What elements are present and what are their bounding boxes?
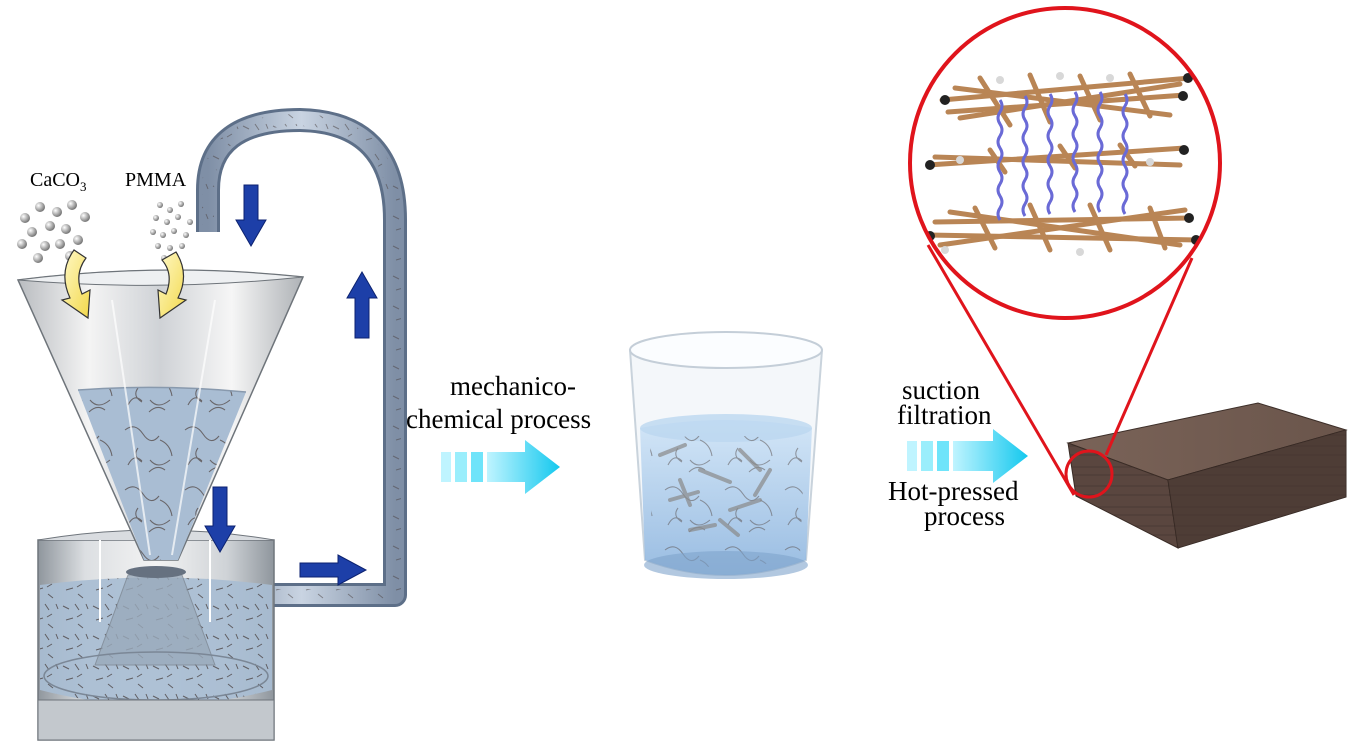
hot-pressed-label-line1: Hot-pressed <box>888 476 1019 506</box>
suction-label-line1: suction <box>902 375 980 405</box>
caco3-label: CaCO3 <box>30 169 87 194</box>
right-flow-arrow-icon <box>299 554 368 586</box>
mill-tank <box>37 529 275 741</box>
up-flow-arrow-icon <box>346 270 378 339</box>
magnify-source-circle <box>1064 449 1114 499</box>
suspension-beaker <box>628 331 824 579</box>
down-flow-arrow-icon <box>235 184 267 248</box>
polymer-linkers <box>996 91 1129 221</box>
mechanico-process-arrow-icon <box>441 440 560 494</box>
mechanico-label-line2: chemical process <box>406 404 591 434</box>
mill-funnel <box>16 269 305 561</box>
mechanico-label-line1: mechanico- <box>450 371 576 401</box>
suction-label-line2: filtration <box>897 400 992 430</box>
ball-mill: CaCO3 PMMA <box>16 108 407 741</box>
magnified-structure <box>908 6 1222 499</box>
caco3-feed-arrow-icon <box>60 249 91 320</box>
filtration-process-arrow-icon <box>907 429 1028 483</box>
pmma-feed-arrow-icon <box>157 251 188 320</box>
fiber-layer-bottom <box>925 202 1201 253</box>
fiber-layer-middle <box>925 142 1188 175</box>
pmma-label: PMMA <box>125 169 187 191</box>
pmma-particles-icon <box>150 201 193 261</box>
composite-board <box>1066 402 1348 549</box>
down-flow-arrow-2-icon <box>204 486 236 554</box>
magnifier-circle <box>908 6 1222 320</box>
fiber-layer-top <box>939 71 1193 128</box>
hot-pressed-label-line2: process <box>924 501 1005 531</box>
